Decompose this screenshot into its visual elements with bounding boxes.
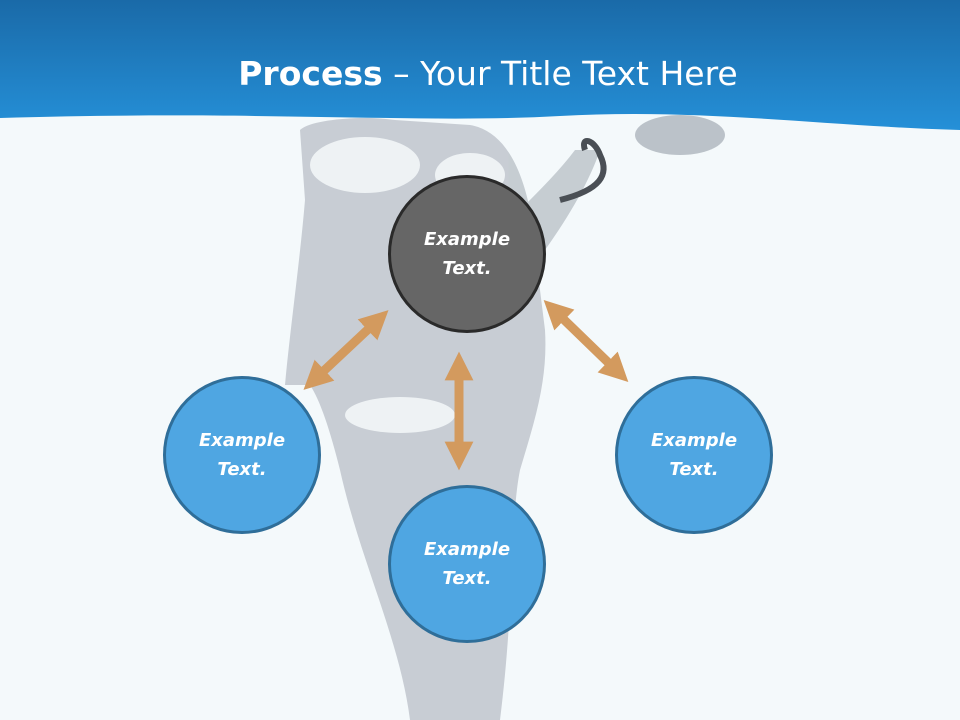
node-right: Example Text. — [615, 376, 773, 534]
node-top-label: Example Text. — [423, 229, 511, 279]
node-bottom-label: Example Text. — [423, 539, 511, 589]
title-regular-part: – Your Title Text Here — [382, 54, 738, 93]
node-left-label: Example Text. — [198, 430, 286, 480]
node-top-center: Example Text. — [388, 175, 546, 333]
arrow-top-left — [303, 310, 389, 390]
arrow-top-right — [543, 299, 629, 383]
node-bottom: Example Text. — [388, 485, 546, 643]
header-band — [0, 0, 960, 130]
node-left: Example Text. — [163, 376, 321, 534]
node-right-label: Example Text. — [650, 430, 738, 480]
slide-title: Process – Your Title Text Here — [0, 52, 960, 96]
title-bold-part: Process — [238, 54, 383, 93]
